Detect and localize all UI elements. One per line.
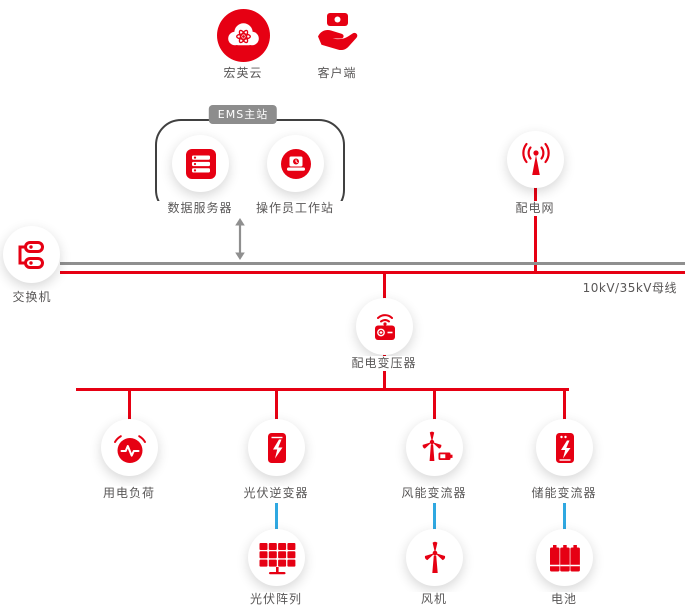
switch-icon — [18, 240, 44, 269]
client-node — [314, 11, 360, 55]
network-switch-node — [3, 226, 60, 283]
battery-node — [536, 529, 593, 586]
grid-drop-line — [534, 186, 537, 274]
battery-label: 电池 — [504, 592, 624, 607]
wind-turbine-link-line — [433, 503, 436, 530]
client-label: 客户端 — [277, 66, 397, 81]
server-icon — [185, 148, 216, 179]
pv-inverter-label: 光伏逆变器 — [216, 486, 336, 501]
wind-turbine-label: 风机 — [374, 592, 494, 607]
battery-icon — [549, 544, 580, 571]
storage-converter-node — [536, 419, 593, 476]
distribution-grid-node — [507, 131, 564, 188]
transformer-drop-top-line — [383, 274, 386, 301]
wind-converter-drop-line — [433, 389, 436, 420]
power-bus-line — [60, 271, 685, 274]
comm-bus-line — [60, 262, 685, 265]
storage-converter-label: 储能变流器 — [504, 486, 624, 501]
hongying-cloud-node — [217, 9, 270, 62]
wind-turbine-icon — [424, 541, 445, 573]
load-icon — [113, 434, 146, 463]
distribution-transformer-node — [356, 298, 413, 355]
transformer-icon — [374, 313, 395, 340]
cloud-icon — [217, 9, 270, 62]
data-server-node — [172, 135, 229, 192]
wind-turbine-node — [406, 529, 463, 586]
ems-station-badge: EMS主站 — [208, 105, 278, 124]
busbar-label: 10kV/35kV母线 — [545, 281, 677, 296]
pv-array-node — [248, 529, 305, 586]
pv-array-label: 光伏阵列 — [216, 592, 336, 607]
distribution-transformer-label: 配电变压器 — [324, 356, 444, 371]
solar-panel-icon — [259, 542, 295, 574]
network-switch-label: 交换机 — [0, 290, 64, 305]
cloud-label: 宏英云 — [183, 66, 303, 81]
pv-inverter-node — [248, 419, 305, 476]
operator-workstation-label: 操作员工作站 — [235, 201, 355, 216]
wind-converter-icon — [422, 431, 452, 461]
load-drop-line — [128, 389, 131, 420]
client-icon — [318, 13, 358, 51]
pv-array-link-line — [275, 503, 278, 530]
antenna-icon — [521, 142, 550, 175]
feeder-bus-line — [76, 388, 569, 391]
transformer-drop-bottom-line — [383, 353, 386, 389]
ems-bus-link — [233, 218, 247, 260]
battery-link-line — [563, 503, 566, 530]
distribution-grid-label: 配电网 — [475, 201, 595, 216]
wind-converter-label: 风能变流器 — [374, 486, 494, 501]
electric-load-label: 用电负荷 — [69, 486, 189, 501]
up-down-arrow-icon — [235, 218, 245, 260]
operator-workstation-node — [267, 135, 324, 192]
workstation-icon — [280, 148, 311, 179]
storage-converter-drop-line — [563, 389, 566, 420]
electric-load-node — [101, 419, 158, 476]
pv-inverter-drop-line — [275, 389, 278, 420]
wind-converter-node — [406, 419, 463, 476]
storage-converter-icon — [555, 432, 574, 463]
data-server-label: 数据服务器 — [140, 201, 260, 216]
inverter-icon — [267, 432, 286, 463]
